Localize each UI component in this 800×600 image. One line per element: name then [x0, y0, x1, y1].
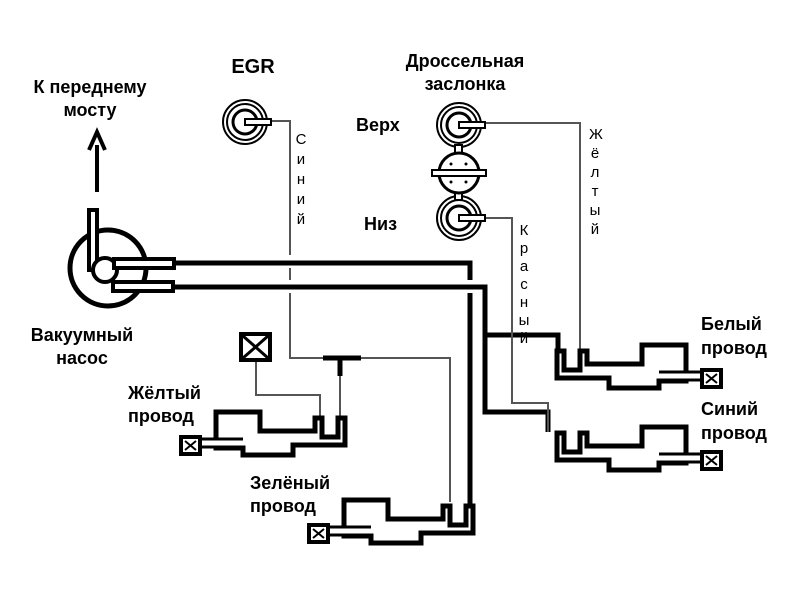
egr-label: EGR: [231, 56, 275, 78]
yellow-wire-label-2: провод: [128, 406, 194, 426]
yellow-wire-solenoid: [181, 412, 345, 455]
tee-connector: [323, 355, 361, 376]
hose-label-red: Красный: [518, 222, 530, 347]
egr-actuator: [221, 98, 273, 146]
hose-label-yellow: Жёлтый: [589, 126, 603, 238]
white-wire-solenoid: [557, 345, 721, 388]
green-wire-label-2: провод: [250, 496, 316, 516]
throttle-bottom-actuator: [435, 194, 487, 242]
green-wire-label-1: Зелёный: [250, 473, 331, 493]
top-label: Верх: [356, 115, 400, 135]
white-wire-label-2: провод: [701, 338, 767, 358]
filter-box: [239, 332, 272, 362]
throttle-label-2: заслонка: [424, 74, 506, 94]
hose-label-blue: Синий: [295, 131, 307, 228]
yellow-wire-label-1: Жёлтый: [128, 383, 201, 403]
pump-label-1: Вакуумный: [30, 325, 134, 345]
arrow-up-icon: [87, 127, 107, 192]
throttle-top-actuator: [435, 101, 487, 149]
blue-wire-label-1: Синий: [701, 399, 759, 419]
vacuum-pump: [67, 208, 176, 309]
front-axle-label-1: К переднему: [33, 77, 147, 97]
front-axle-label-2: мосту: [63, 100, 117, 120]
vacuum-lines: [173, 260, 561, 530]
white-wire-label-1: Белый: [701, 314, 762, 334]
throttle-body: [431, 144, 487, 201]
blue-wire-solenoid: [557, 427, 721, 470]
thin-hoses: [255, 120, 581, 502]
throttle-label-1: Дроссельная: [405, 51, 525, 71]
bottom-label: Низ: [364, 214, 398, 234]
blue-wire-label-2: провод: [701, 423, 767, 443]
green-wire-solenoid: [309, 500, 473, 543]
pump-label-2: насос: [56, 348, 108, 368]
